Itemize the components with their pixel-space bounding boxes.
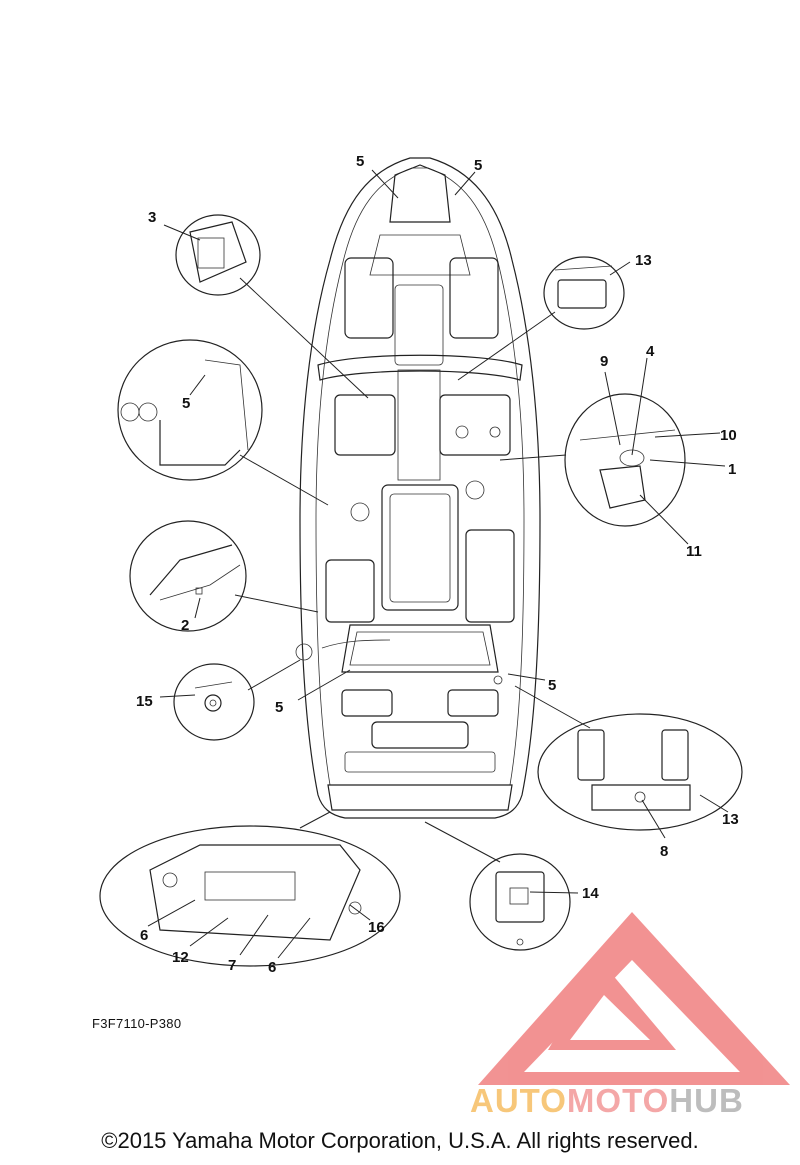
callout-11: 11 (686, 543, 702, 560)
watermark-moto: MOTO (566, 1082, 670, 1119)
callout-7: 7 (228, 957, 236, 974)
callout-6: 6 (140, 927, 148, 944)
callout-10: 10 (720, 427, 737, 444)
watermark-auto: AUTO (470, 1082, 567, 1119)
callout-16: 16 (368, 919, 385, 936)
watermark-brand: AUTOMOTOHUB (470, 1082, 744, 1120)
callout-9: 9 (600, 353, 608, 370)
boat-hull (295, 157, 541, 819)
watermark-hub: HUB (669, 1082, 744, 1119)
callout-3: 3 (148, 209, 156, 226)
callouts: 5 5 3 13 5 9 4 10 1 11 2 5 15 5 13 8 14 … (136, 153, 739, 976)
callout-6: 6 (268, 959, 276, 976)
detail-bubble-13-top (543, 256, 625, 330)
detail-bubble-stern-locker (99, 825, 401, 967)
detail-bubble-3 (175, 214, 261, 296)
copyright-notice: ©2015 Yamaha Motor Corporation, U.S.A. A… (101, 1128, 699, 1153)
callout-5: 5 (474, 157, 482, 174)
callout-13: 13 (635, 252, 652, 269)
detail-bubble-2 (129, 520, 247, 632)
callout-5: 5 (275, 699, 283, 716)
callout-4: 4 (646, 343, 655, 360)
diagram-code: F3F7110-P380 (92, 1016, 182, 1031)
callout-13: 13 (722, 811, 739, 828)
callout-5: 5 (548, 677, 556, 694)
callout-2: 2 (181, 617, 189, 634)
callout-8: 8 (660, 843, 668, 860)
detail-bubble-5-left (117, 339, 263, 481)
leader-lines (147, 169, 729, 959)
callout-1: 1 (728, 461, 736, 478)
detail-bubble-engine (564, 393, 686, 527)
callout-15: 15 (136, 693, 153, 710)
callout-5: 5 (356, 153, 364, 170)
detail-bubble-14 (469, 853, 571, 951)
callout-14: 14 (582, 885, 599, 902)
detail-bubble-15 (173, 663, 255, 741)
automotohub-logo (478, 912, 790, 1085)
callout-5: 5 (182, 395, 190, 412)
detail-bubble-13-bottom (537, 713, 743, 831)
callout-12: 12 (172, 949, 189, 966)
